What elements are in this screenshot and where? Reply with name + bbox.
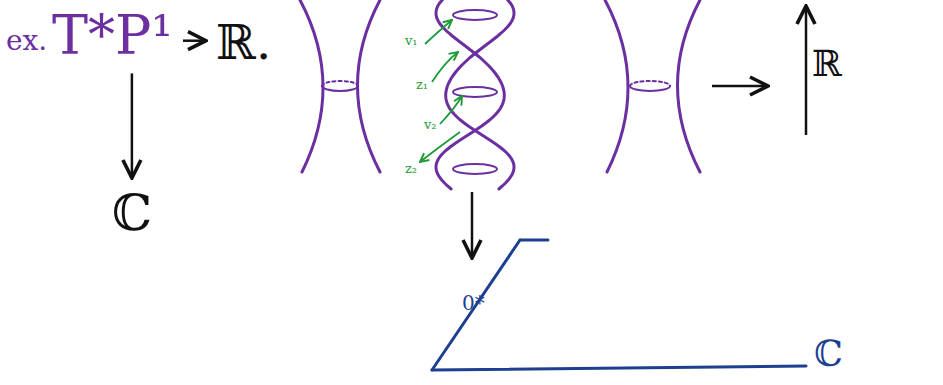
cycle-label: z₁ <box>416 78 428 92</box>
math-object: T*P¹ <box>48 4 177 67</box>
math-symbol: ℝ. <box>216 16 271 69</box>
map-arrow <box>183 39 206 42</box>
tube <box>300 0 380 172</box>
cycle-ellipse <box>453 87 497 97</box>
tube <box>605 0 700 172</box>
cycle-ellipse <box>453 10 497 20</box>
tube-strand <box>436 0 504 189</box>
map-arrow <box>131 73 134 178</box>
cycle-label: z₂ <box>405 162 417 176</box>
cycle-label: v₂ <box>424 118 437 132</box>
map-arrow <box>712 85 768 88</box>
axis-label: ℝ <box>812 44 842 84</box>
projection-arrow <box>471 192 474 258</box>
plane-label: ℂ <box>814 334 843 374</box>
cycle-label: v₁ <box>405 34 418 48</box>
math-object: ℝ. <box>212 14 275 71</box>
point-label: 0* <box>462 292 485 314</box>
math-symbol: T*P¹ <box>52 6 173 65</box>
twisted-tube <box>436 0 514 189</box>
math-symbol: ℂ <box>112 186 152 241</box>
cycle-ellipse <box>453 164 497 174</box>
example-mark: ex. <box>6 26 47 57</box>
complex-plane <box>432 240 806 370</box>
real-axis <box>805 6 808 135</box>
math-object: ℂ <box>108 184 156 243</box>
